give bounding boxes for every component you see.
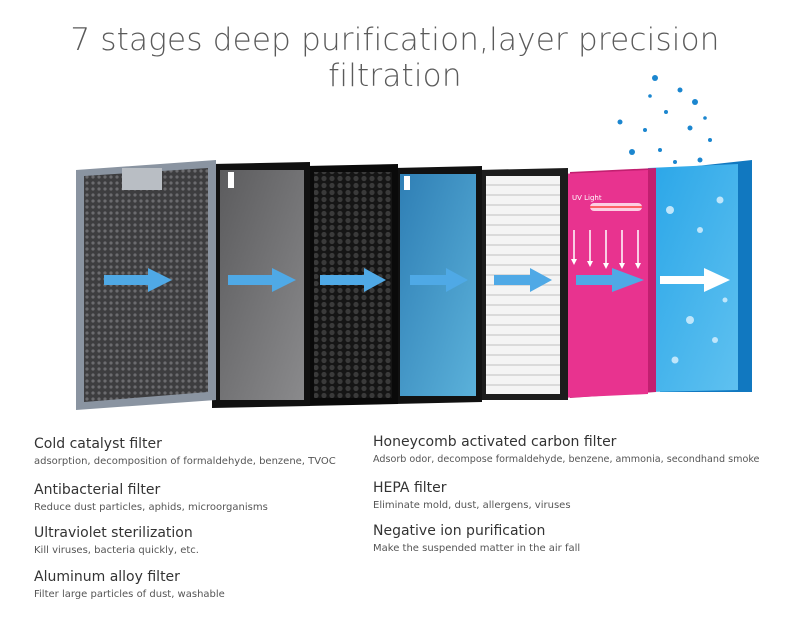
filter-item-negative-ion: Negative ion purification Make the suspe… (373, 523, 753, 556)
filter-item-hepa: HEPA filter Eliminate mold, dust, allerg… (373, 480, 753, 513)
filter-name: Antibacterial filter (34, 482, 161, 498)
filter-description: Make the suspended matter in the air fal… (373, 543, 581, 554)
filter-description: Adsorb odor, decompose formaldehyde, ben… (373, 454, 760, 465)
filter-name: Negative ion purification (373, 523, 546, 539)
airflow-arrows (104, 268, 730, 292)
ion-particles (617, 75, 712, 164)
filter-name: Cold catalyst filter (34, 436, 162, 452)
page-title: 7 stages deep purification,layer precisi… (70, 22, 720, 94)
uv-light-label: UV Light (572, 194, 602, 202)
filter-item-ultraviolet: Ultraviolet sterilization Kill viruses, … (34, 525, 414, 558)
filter-item-honeycomb-carbon: Honeycomb activated carbon filter Adsorb… (373, 434, 783, 467)
filter-description: Eliminate mold, dust, allergens, viruses (373, 500, 571, 511)
filter-item-cold-catalyst: Cold catalyst filter adsorption, decompo… (34, 436, 414, 469)
filter-name: Ultraviolet sterilization (34, 525, 193, 541)
filter-stack-illustration: UV Light (76, 75, 752, 410)
filter-description: adsorption, decomposition of formaldehyd… (34, 456, 336, 467)
filter-description: Reduce dust particles, aphids, microorga… (34, 502, 268, 513)
filter-description: Filter large particles of dust, washable (34, 589, 225, 600)
filter-name: HEPA filter (373, 480, 447, 496)
filter-item-antibacterial: Antibacterial filter Reduce dust particl… (34, 482, 414, 515)
filter-name: Aluminum alloy filter (34, 569, 180, 585)
filter-name: Honeycomb activated carbon filter (373, 434, 617, 450)
filter-description: Kill viruses, bacteria quickly, etc. (34, 545, 199, 556)
filter-item-aluminum-alloy: Aluminum alloy filter Filter large parti… (34, 569, 414, 602)
